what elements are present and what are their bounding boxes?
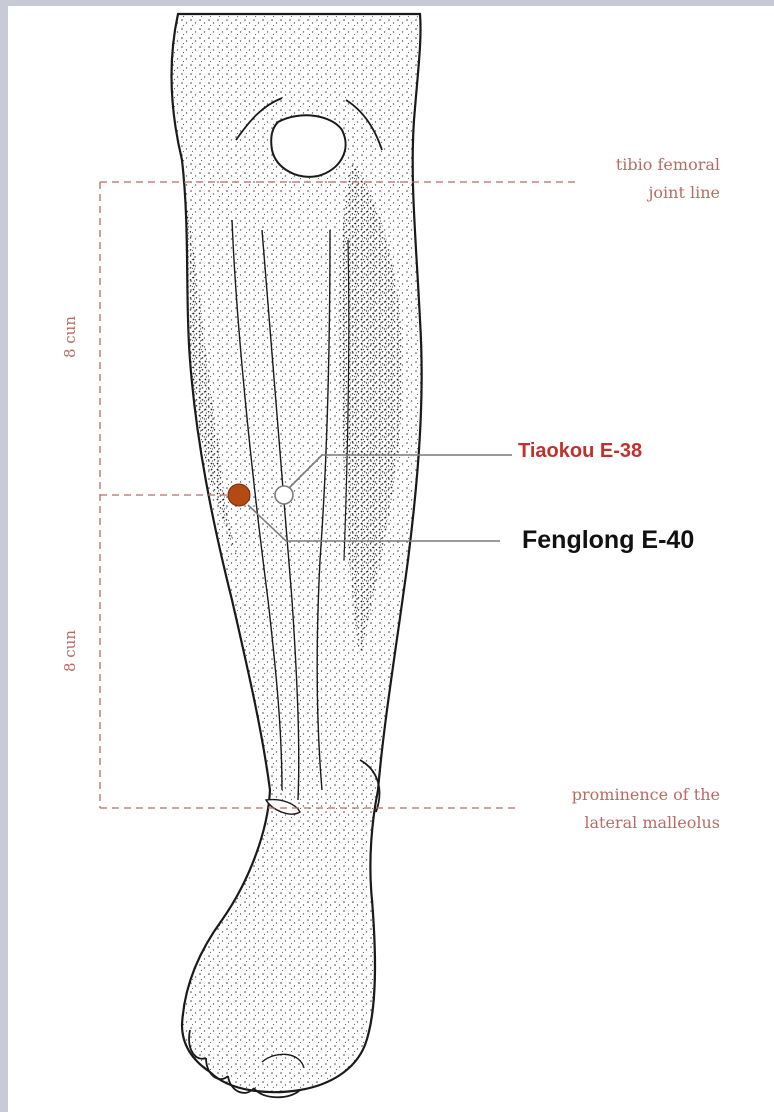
joint-line-label-1: tibio femoral: [520, 152, 720, 178]
tiaokou-point-marker: [275, 486, 293, 504]
fenglong-point-marker: [228, 484, 250, 506]
cun-upper-label: 8 cun: [61, 307, 79, 367]
leg-outline: [172, 14, 422, 1097]
tiaokou-label: Tiaokou E-38: [518, 440, 642, 463]
fenglong-label: Fenglong E-40: [522, 526, 694, 555]
joint-line-label-2: joint line: [520, 180, 720, 206]
malleolus-label-1: prominence of the: [500, 782, 720, 808]
cun-lower-label: 8 cun: [61, 621, 79, 681]
malleolus-label-2: lateral malleolus: [500, 810, 720, 836]
